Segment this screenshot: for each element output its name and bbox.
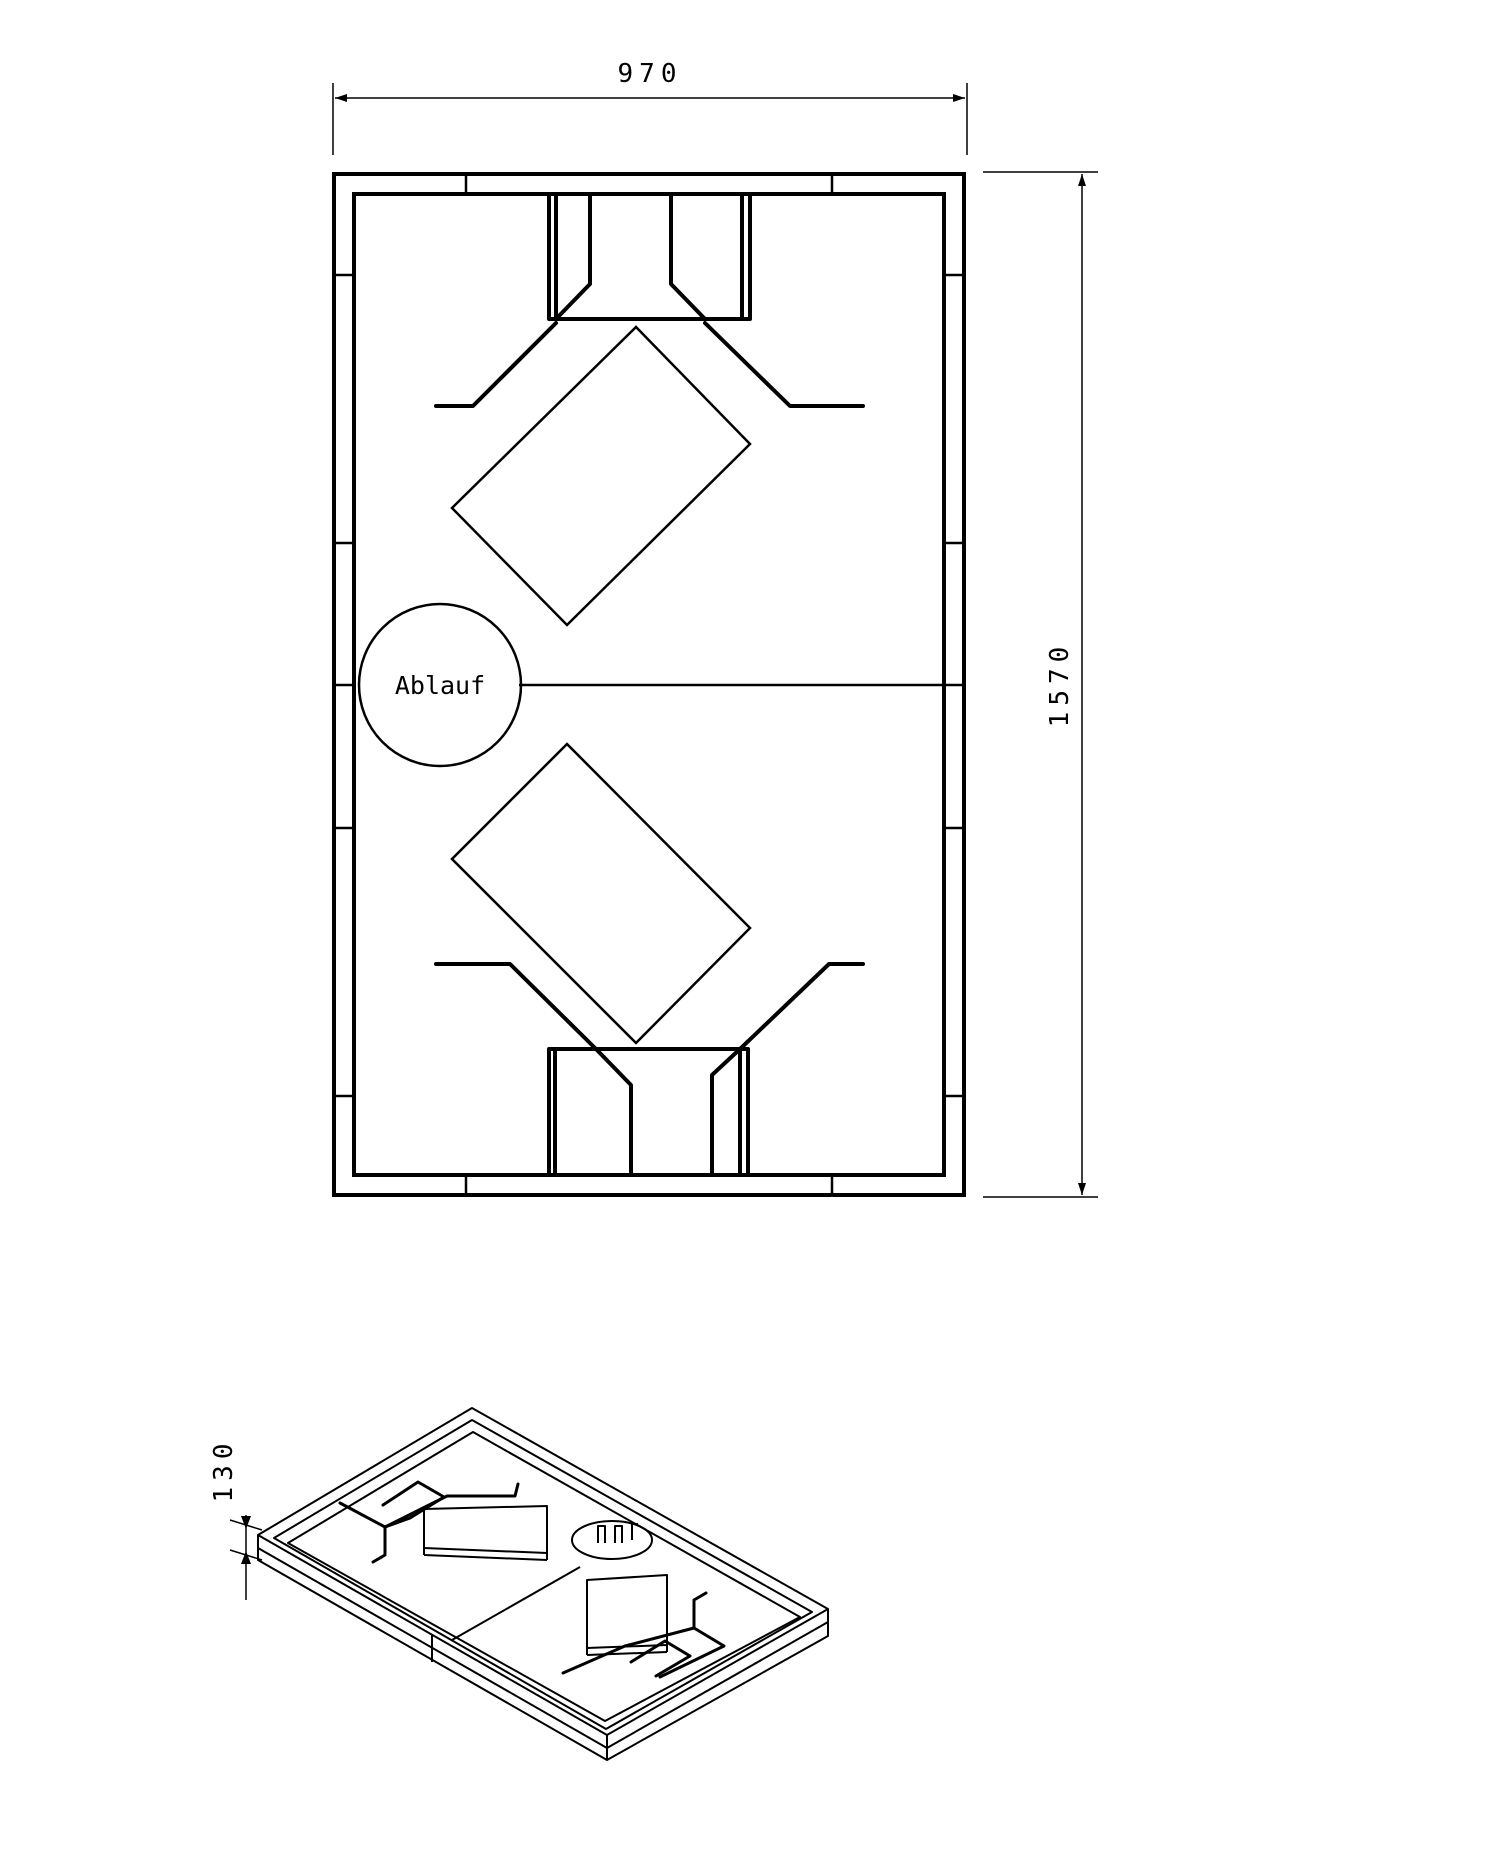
drain-label: Ablauf — [395, 671, 485, 700]
height-dimension: 130 — [209, 1438, 263, 1600]
iso-lower-support — [561, 1591, 726, 1679]
iso-upper-pad — [423, 1505, 548, 1554]
iso-center-line — [451, 1566, 581, 1641]
iso-rim-inner — [273, 1419, 813, 1730]
isometric-view — [257, 1407, 829, 1761]
rim-segment-marks — [334, 174, 964, 1195]
drain-circle — [357, 602, 523, 768]
height-dimension-label: 130 — [209, 1438, 239, 1503]
height-arrow-bottom — [241, 1551, 251, 1564]
upper-support-pad — [450, 325, 752, 627]
iso-wall-mid-right — [606, 1621, 829, 1749]
plan-view: Ablauf — [332, 172, 966, 1197]
length-dimension: 1570 — [983, 171, 1098, 1198]
lower-support-pad — [450, 742, 752, 1045]
width-dimension: 970 — [332, 59, 968, 155]
length-dimension-label: 1570 — [1045, 641, 1075, 728]
upper-support-frame — [434, 194, 865, 627]
iso-upper-support — [338, 1480, 520, 1564]
iso-drain-opening — [571, 1520, 653, 1560]
height-arrow-top — [241, 1516, 251, 1529]
iso-floor-edge — [287, 1431, 801, 1722]
width-dimension-label: 970 — [618, 59, 683, 89]
iso-wall-mid-left — [257, 1547, 608, 1749]
lower-support-frame — [434, 742, 865, 1175]
